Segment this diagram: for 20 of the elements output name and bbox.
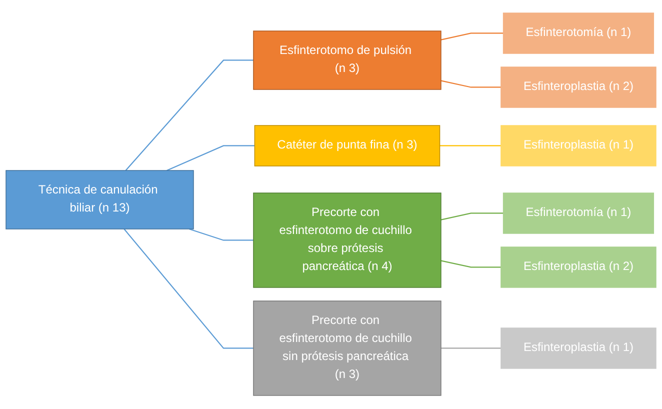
node-box: Esfinteroplastia (n 1) <box>500 125 656 167</box>
connector <box>440 348 501 350</box>
connector <box>440 260 501 268</box>
node-box: Esfinterotomo de pulsión (n 3) <box>253 30 442 90</box>
connector <box>125 60 254 172</box>
node-box: Técnica de canulación biliar (n 13) <box>6 170 194 230</box>
connector <box>440 32 504 41</box>
node-box: Esfinteroplastia (n 2) <box>500 66 656 108</box>
node-box: Catéter de punta fina (n 3) <box>254 125 440 167</box>
node-box: Esfinterotomía (n 1) <box>502 192 654 234</box>
connector <box>440 80 501 88</box>
node-box: Precorte con esfinterotomo de cuchillo sobre prótesis pancreática (n 4) <box>253 192 442 288</box>
connector <box>440 145 501 147</box>
connector <box>166 145 255 172</box>
node-box: Esfinteroplastia (n 2) <box>500 246 656 288</box>
connector <box>440 212 504 221</box>
connector <box>188 228 254 242</box>
node-box: Precorte con esfinterotomo de cuchillo sin prótesis pancreática (n 3) <box>253 300 442 396</box>
connector <box>124 228 254 350</box>
node-box: Esfinterotomía (n 1) <box>502 12 654 54</box>
